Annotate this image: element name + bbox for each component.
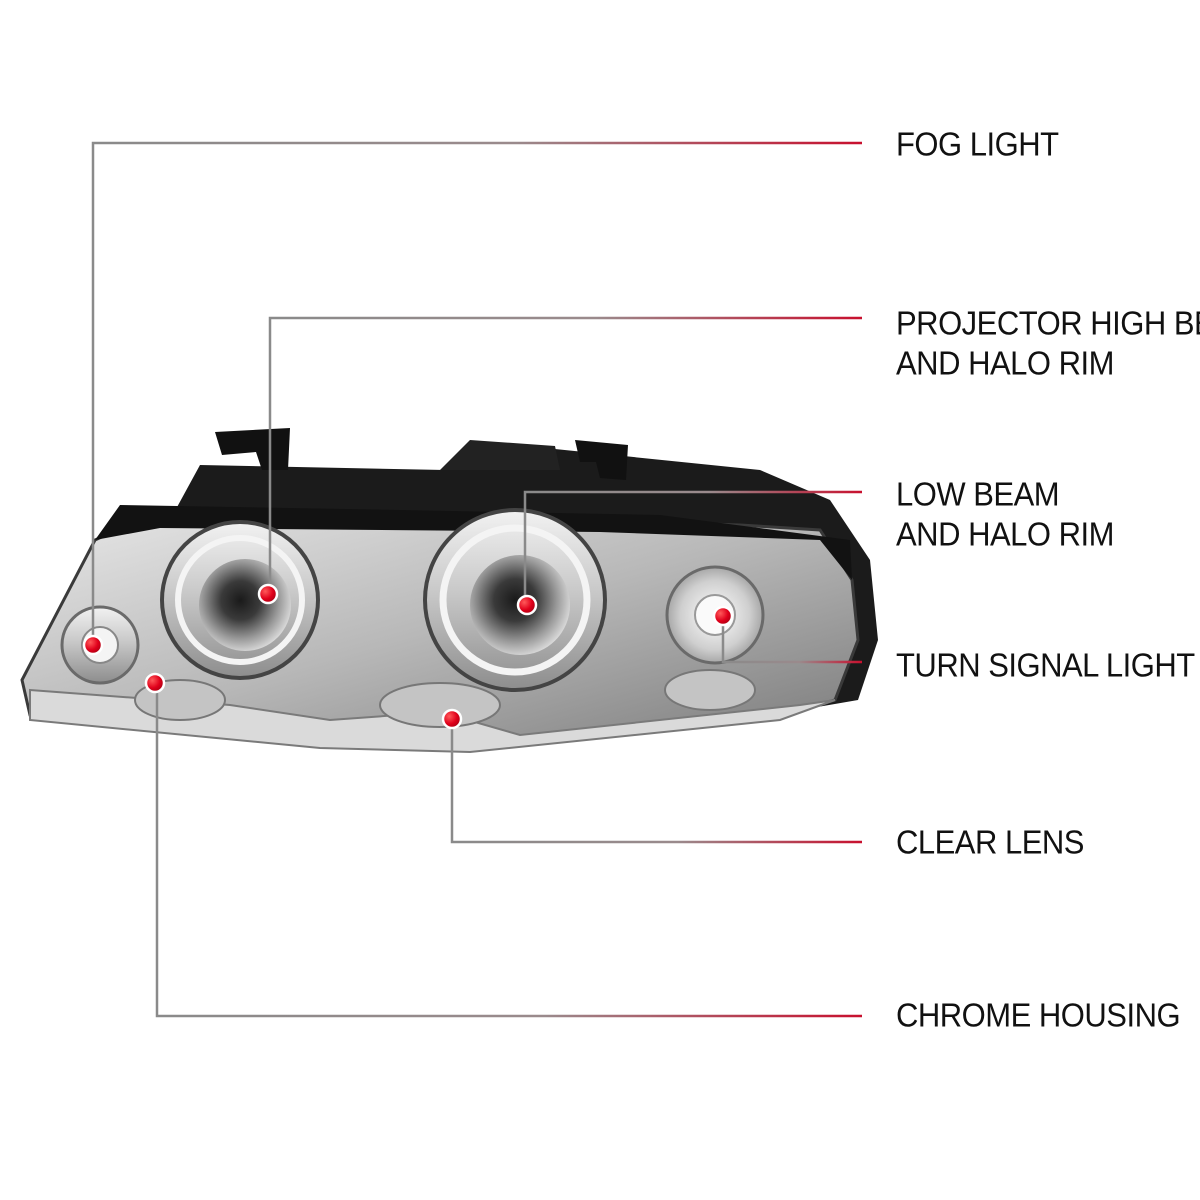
label-fog-light-line-1: FOG LIGHT: [896, 125, 1059, 163]
lower-reflector-right: [664, 669, 756, 711]
marker-projector-high-beam: [257, 583, 279, 605]
leader-line-projector-high-beam: [268, 316, 862, 592]
label-chrome-housing: CHROME HOUSING: [896, 995, 1196, 1035]
marker-fog-light: [82, 634, 104, 656]
leader-line-low-beam: [523, 490, 862, 605]
label-turn-signal-line-1: TURN SIGNAL LIGHT: [896, 646, 1195, 684]
rear-tower: [440, 440, 560, 470]
label-chrome-housing-line-1: CHROME HOUSING: [896, 996, 1181, 1034]
leader-lines: [91, 141, 862, 1018]
markers: [82, 583, 734, 730]
leader-line-chrome-housing: [155, 683, 862, 1018]
marker-clear-lens: [441, 708, 463, 730]
lower-reflector-center: [379, 682, 501, 728]
label-projector-high-beam-line-2: AND HALO RIM: [896, 344, 1114, 383]
mounting-tab-right: [575, 440, 628, 480]
label-low-beam-line-1: LOW BEAM: [896, 475, 1060, 513]
label-low-beam: LOW BEAM AND HALO RIM: [896, 474, 1196, 554]
high-beam-lens: [199, 559, 291, 651]
label-low-beam-line-2: AND HALO RIM: [896, 515, 1114, 554]
label-turn-signal: TURN SIGNAL LIGHT: [896, 645, 1196, 685]
marker-turn-signal: [712, 605, 734, 627]
marker-chrome-housing: [144, 672, 166, 694]
mounting-tab-left: [215, 428, 290, 470]
top-trim: [95, 505, 852, 580]
headlight-assembly-icon: [20, 428, 878, 754]
leader-line-clear-lens: [450, 718, 862, 844]
leader-line-fog-light: [91, 141, 862, 645]
label-fog-light: FOG LIGHT: [896, 124, 1196, 164]
leader-line-turn-signal: [721, 618, 862, 664]
label-projector-high-beam: PROJECTOR HIGH BEAM AND HALO RIM: [896, 303, 1200, 383]
label-clear-lens-line-1: CLEAR LENS: [896, 823, 1084, 861]
label-clear-lens: CLEAR LENS: [896, 822, 1196, 862]
low-beam-ring: [439, 524, 591, 676]
marker-low-beam: [516, 594, 538, 616]
label-projector-high-beam-line-1: PROJECTOR HIGH BEAM: [896, 304, 1200, 342]
high-beam-ring: [175, 535, 305, 665]
